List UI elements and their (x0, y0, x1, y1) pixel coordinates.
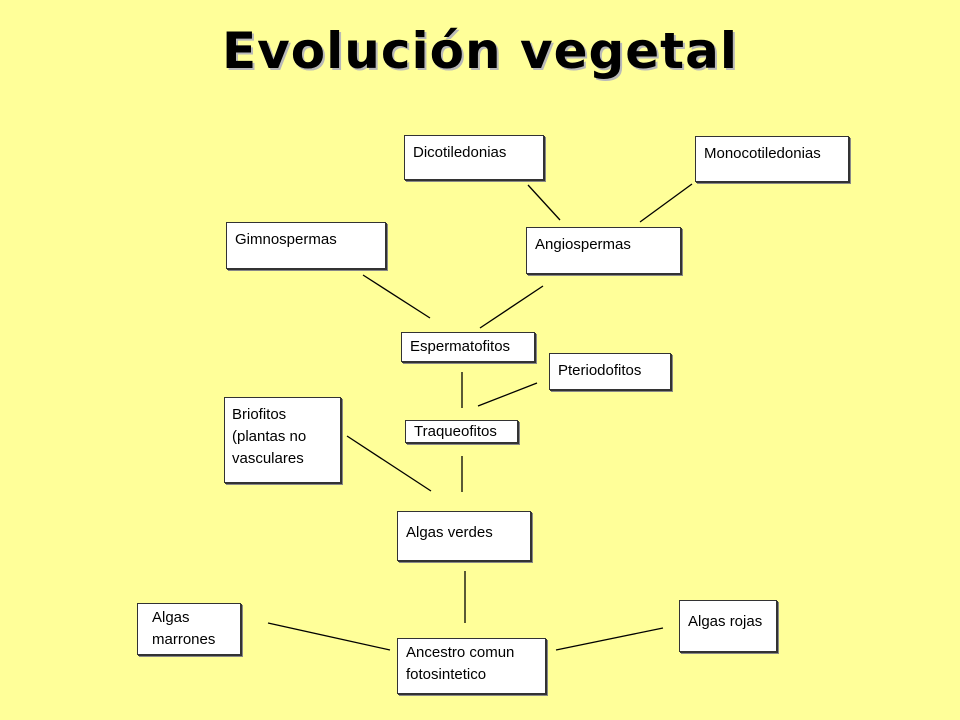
node-label: Angiospermas (535, 236, 631, 253)
connector-algas-marrones-ancestro (267, 622, 391, 651)
node-label: Algas rojas (688, 613, 763, 630)
node-monocotiledonias: Monocotiledonias (695, 136, 849, 182)
node-pteriodofitos: Pteriodofitos (549, 353, 671, 390)
node-label: Pteriodofitos (558, 362, 642, 379)
page-title: Evolución vegetal (222, 22, 738, 80)
node-traqueofitos: Traqueofitos (405, 420, 518, 443)
connector-pteriodofitos-traqueofitos (477, 382, 538, 407)
connector-dicotiledonias-angiospermas (527, 184, 561, 221)
node-label-line-3: vasculares (232, 450, 304, 467)
node-gimnospermas: Gimnospermas (226, 222, 386, 269)
connector-monocotiledonias-angiospermas (639, 183, 693, 223)
node-briofitos: Briofitos (plantas no vasculares (224, 397, 341, 483)
connector-algas-rojas-ancestro (555, 627, 664, 651)
node-label-line-1: Ancestro comun (406, 644, 515, 661)
connector-briofitos-algas-verdes (346, 435, 432, 492)
node-label: Gimnospermas (235, 231, 337, 248)
connector-angiospermas-espermatofitos (479, 285, 544, 329)
node-label-line-1: Algas (152, 609, 190, 626)
node-label-line-2: fotosintetico (406, 666, 487, 683)
node-label: Monocotiledonias (704, 145, 821, 162)
node-angiospermas: Angiospermas (526, 227, 681, 274)
node-espermatofitos: Espermatofitos (401, 332, 535, 362)
node-label-line-1: Briofitos (232, 406, 287, 423)
node-algas-verdes: Algas verdes (397, 511, 531, 561)
node-algas-rojas: Algas rojas (679, 600, 777, 652)
node-label: Espermatofitos (410, 338, 511, 355)
node-label: Algas verdes (406, 524, 493, 541)
node-label-line-2: marrones (152, 631, 216, 648)
node-ancestro-comun: Ancestro comun fotosintetico (397, 638, 546, 694)
node-label: Traqueofitos (414, 423, 497, 440)
node-algas-marrones: Algas marrones (137, 603, 241, 655)
node-label-line-2: (plantas no (232, 428, 307, 445)
connector-gimnospermas-espermatofitos (362, 274, 431, 319)
node-label: Dicotiledonias (413, 144, 507, 161)
node-dicotiledonias: Dicotiledonias (404, 135, 544, 180)
